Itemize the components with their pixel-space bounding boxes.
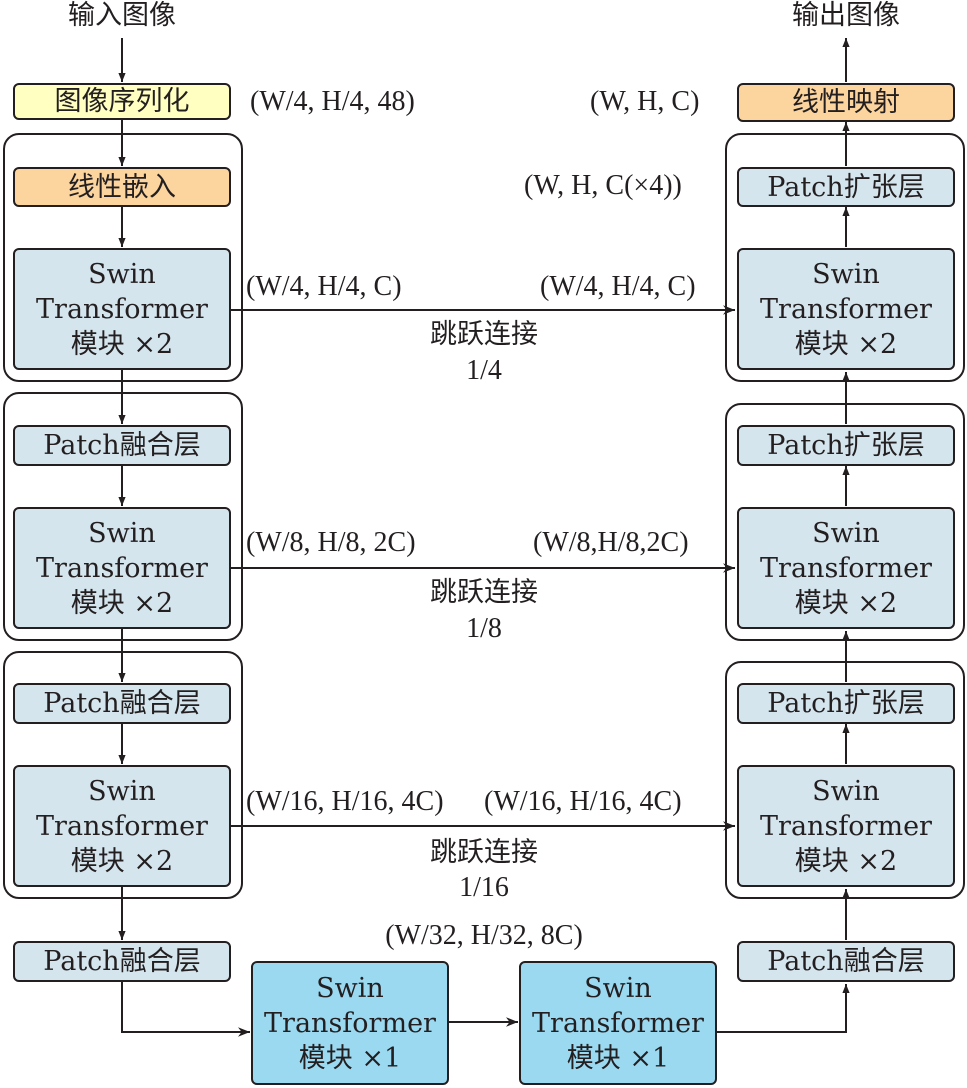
decoder-stage3-dimension: (W/16, H/16, 4C) — [484, 786, 682, 817]
patch-partition-box: 图像序列化 — [13, 83, 231, 120]
linear-embedding-box: 线性嵌入 — [13, 167, 231, 207]
encoder-swin-block-1: Swin Transformer 模块 ×2 — [13, 248, 231, 370]
bottleneck-swin-block-1: Swin Transformer 模块 ×1 — [251, 961, 449, 1085]
encoder-group-1 — [3, 133, 243, 382]
encoder-stage1-dimension: (W/4, H/4, C) — [246, 271, 402, 302]
encoder-patch-merging-2: Patch融合层 — [13, 683, 231, 724]
skip-label-1: 跳跃连接 — [430, 319, 538, 350]
encoder-group-2 — [3, 392, 243, 641]
bottleneck-swin-block-2: Swin Transformer 模块 ×1 — [519, 961, 717, 1085]
encoder-patch-merging-1: Patch融合层 — [13, 425, 231, 466]
encoder-stage3-dimension: (W/16, H/16, 4C) — [246, 786, 444, 817]
arrow-bottleneck-to-decoder-merge — [717, 984, 850, 1033]
output-image-label: 输出图像 — [792, 0, 900, 31]
decoder-stage1-dimension: (W/4, H/4, C) — [540, 271, 696, 302]
decoder-patch-merging: Patch融合层 — [737, 941, 955, 982]
partition-dimension: (W/4, H/4, 48) — [250, 86, 415, 117]
skip-label-3: 跳跃连接 — [430, 837, 538, 868]
projection-dimension: (W, H, C) — [590, 86, 700, 117]
encoder-stage2-dimension: (W/8, H/8, 2C) — [246, 527, 416, 558]
input-image-label: 输入图像 — [68, 0, 176, 31]
decoder-swin-block-3: Swin Transformer 模块 ×2 — [737, 765, 955, 887]
encoder-patch-merging-3: Patch融合层 — [13, 941, 231, 982]
decoder-stage2-dimension: (W/8,H/8,2C) — [533, 527, 689, 558]
skip-scale-2: 1/8 — [466, 613, 502, 644]
decoder-swin-block-2: Swin Transformer 模块 ×2 — [737, 507, 955, 629]
decoder-group-3 — [725, 661, 965, 899]
decoder-patch-expanding-2: Patch扩张层 — [737, 425, 955, 466]
arrow-merge3-to-bottleneck — [121, 982, 250, 1037]
skip-label-2: 跳跃连接 — [430, 577, 538, 608]
encoder-swin-block-2: Swin Transformer 模块 ×2 — [13, 507, 231, 629]
expand1-dimension: (W, H, C(×4)) — [524, 170, 682, 201]
skip-scale-1: 1/4 — [466, 355, 502, 386]
decoder-group-2 — [725, 403, 965, 641]
skip-scale-3: 1/16 — [459, 872, 509, 903]
linear-projection-box: 线性映射 — [737, 83, 955, 122]
decoder-swin-block-1: Swin Transformer 模块 ×2 — [737, 248, 955, 370]
decoder-group-1 — [725, 133, 965, 382]
bottleneck-dimension: (W/32, H/32, 8C) — [385, 920, 583, 951]
decoder-patch-expanding-3: Patch扩张层 — [737, 683, 955, 724]
encoder-group-3 — [3, 651, 243, 899]
decoder-patch-expanding-1: Patch扩张层 — [737, 167, 955, 207]
encoder-swin-block-3: Swin Transformer 模块 ×2 — [13, 765, 231, 887]
